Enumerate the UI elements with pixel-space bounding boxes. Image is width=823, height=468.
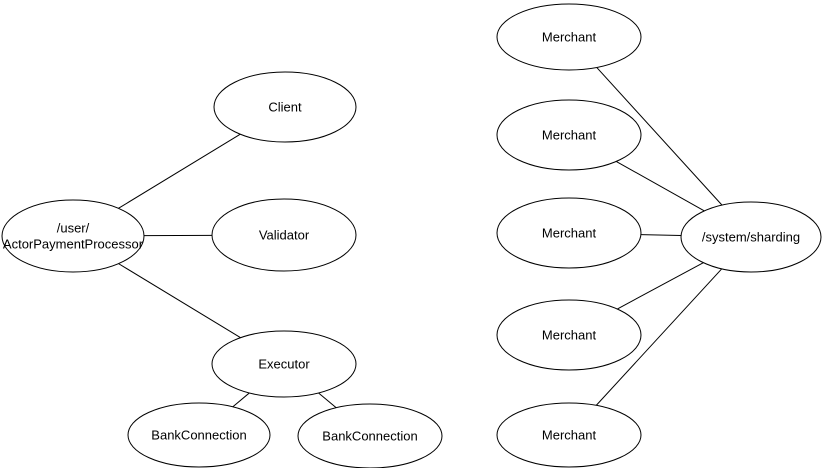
node-ellipse-payment-processor xyxy=(1,199,145,273)
node-sharding: /system/sharding xyxy=(680,201,822,273)
edge-payment-processor-to-client xyxy=(118,133,241,209)
edge-payment-processor-to-executor xyxy=(118,263,241,339)
node-label-bank-connection-1: BankConnection xyxy=(151,428,246,443)
node-label-merchant-2: Merchant xyxy=(542,128,597,143)
node-bank-connection-1: BankConnection xyxy=(127,402,271,468)
node-label-sharding: /system/sharding xyxy=(702,230,800,245)
node-merchant-1: Merchant xyxy=(496,3,642,71)
node-label-payment-processor: ActorPaymentProcessor xyxy=(3,237,144,252)
edge-executor-to-bank-connection-1 xyxy=(232,392,250,408)
node-ellipse-executor xyxy=(211,330,357,398)
node-client: Client xyxy=(213,71,357,143)
node-merchant-5: Merchant xyxy=(496,402,642,468)
node-merchant-4: Merchant xyxy=(496,299,642,371)
node-ellipse-merchant-2 xyxy=(496,99,642,171)
node-payment-processor: /user/ActorPaymentProcessor xyxy=(1,199,145,273)
node-ellipse-merchant-3 xyxy=(496,197,642,269)
node-merchant-3: Merchant xyxy=(496,197,642,269)
node-label-merchant-4: Merchant xyxy=(542,328,597,343)
node-ellipse-merchant-5 xyxy=(496,402,642,468)
node-label-merchant-3: Merchant xyxy=(542,226,597,241)
node-label-merchant-1: Merchant xyxy=(542,30,597,45)
node-bank-connection-2: BankConnection xyxy=(297,403,443,468)
edge-sharding-to-merchant-2 xyxy=(615,161,705,212)
node-ellipse-validator xyxy=(211,198,357,272)
node-ellipse-bank-connection-1 xyxy=(127,402,271,468)
edge-sharding-to-merchant-4 xyxy=(617,262,704,310)
node-ellipse-sharding xyxy=(680,201,822,273)
node-label-client: Client xyxy=(268,100,302,115)
edge-sharding-to-merchant-5 xyxy=(595,268,723,406)
node-validator: Validator xyxy=(211,198,357,272)
edge-sharding-to-merchant-1 xyxy=(596,67,723,206)
edge-sharding-to-merchant-3 xyxy=(640,234,682,236)
edge-executor-to-bank-connection-2 xyxy=(318,392,337,409)
node-ellipse-merchant-1 xyxy=(496,3,642,71)
node-label-bank-connection-2: BankConnection xyxy=(322,429,417,444)
node-merchant-2: Merchant xyxy=(496,99,642,171)
node-ellipse-bank-connection-2 xyxy=(297,403,443,468)
node-label-validator: Validator xyxy=(259,228,310,243)
node-executor: Executor xyxy=(211,330,357,398)
node-ellipse-merchant-4 xyxy=(496,299,642,371)
node-label-merchant-5: Merchant xyxy=(542,428,597,443)
node-ellipse-client xyxy=(213,71,357,143)
node-label-payment-processor: /user/ xyxy=(57,221,90,236)
node-label-executor: Executor xyxy=(258,357,310,372)
